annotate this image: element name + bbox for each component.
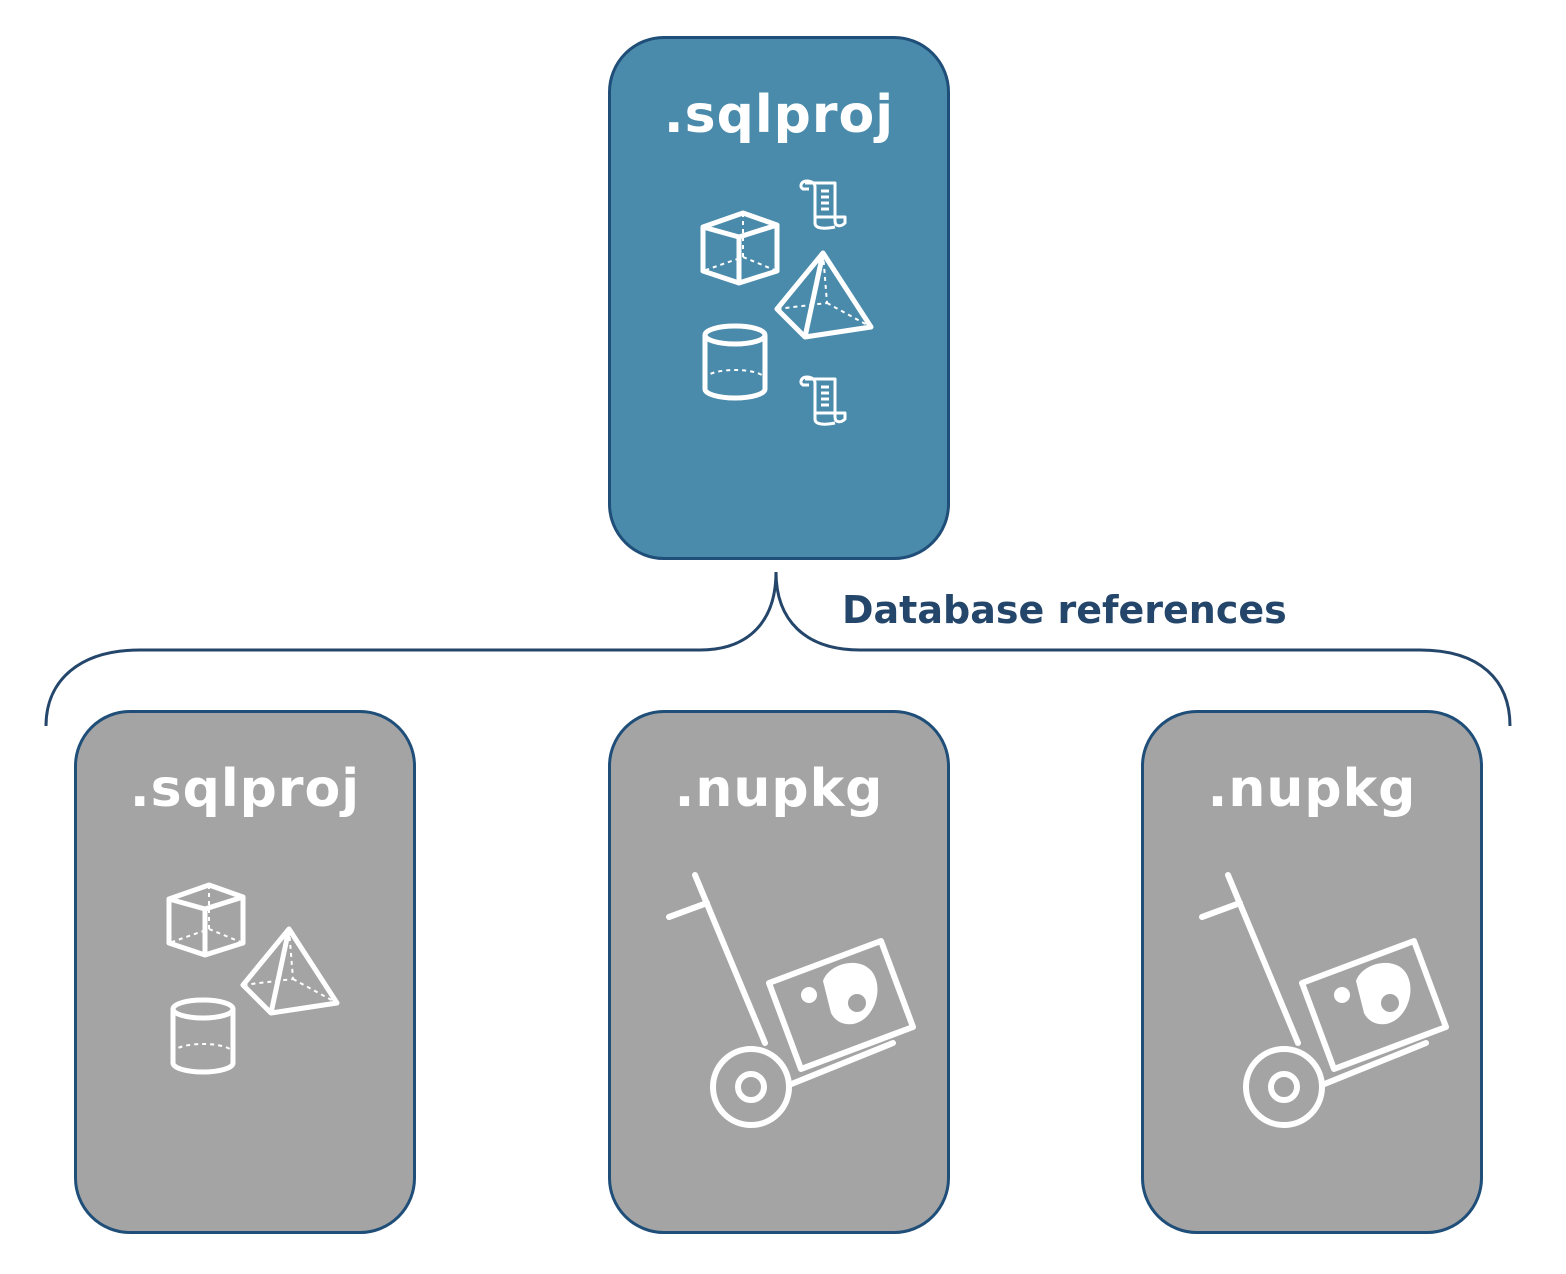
cylinder-icon	[702, 323, 768, 401]
reference-card-title: .nupkg	[1207, 759, 1417, 819]
root-project-title: .sqlproj	[663, 85, 895, 145]
hand-truck-package-icon	[1199, 872, 1449, 1128]
scroll-icon	[799, 179, 847, 230]
reference-card-sqlproj: .sqlproj	[74, 710, 416, 1234]
scroll-icon	[799, 375, 847, 426]
reference-card-nupkg-1: .nupkg	[608, 710, 950, 1234]
hand-truck-package-icon	[666, 872, 916, 1128]
reference-card-nupkg-2: .nupkg	[1141, 710, 1483, 1234]
reference-card-title: .sqlproj	[129, 759, 361, 819]
root-project-card: .sqlproj	[608, 36, 950, 560]
reference-card-title: .nupkg	[674, 759, 884, 819]
database-references-label: Database references	[842, 588, 1287, 632]
pyramid-icon	[240, 926, 340, 1016]
cube-icon	[166, 882, 246, 958]
cylinder-icon	[170, 997, 236, 1075]
cube-icon	[700, 210, 780, 286]
pyramid-icon	[774, 250, 874, 340]
